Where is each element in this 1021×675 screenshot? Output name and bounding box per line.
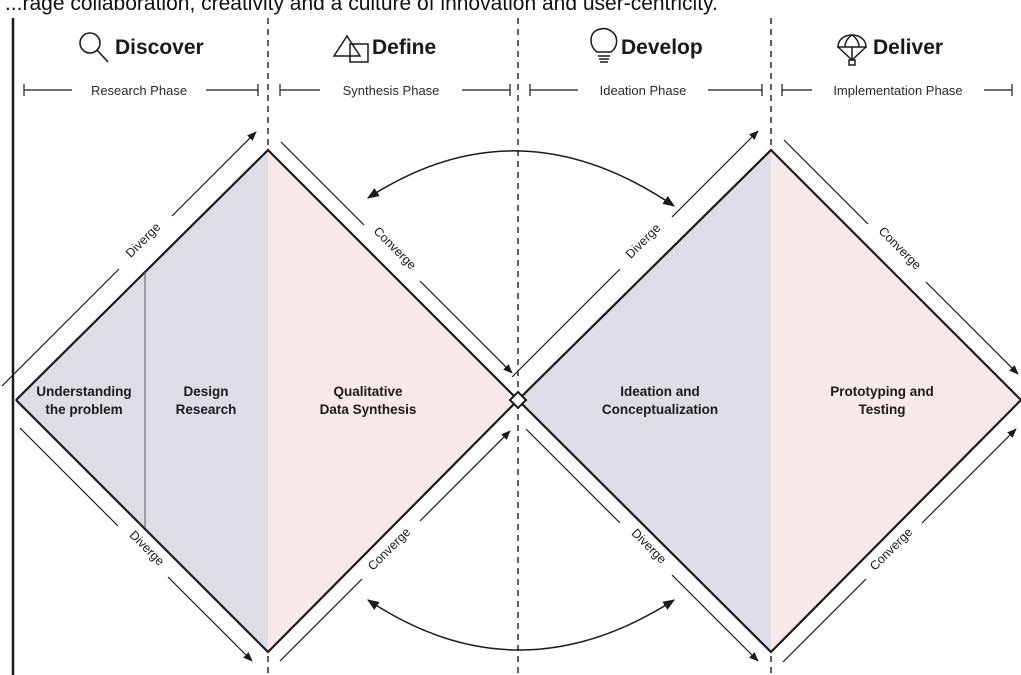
phase-subtitle-develop: Ideation Phase	[600, 83, 687, 98]
region-understanding-line2: the problem	[45, 402, 122, 417]
intro-text: ...rage collaboration, creativity and a …	[5, 0, 718, 15]
magnifier-icon	[79, 32, 109, 63]
top-arc-arrow	[366, 150, 675, 207]
parachute-icon	[837, 34, 867, 66]
phase-subtitle-deliver: Implementation Phase	[833, 83, 962, 98]
region-qualitative-line1: Qualitative	[333, 384, 403, 399]
phase-title-discover: Discover	[115, 36, 204, 59]
phase-title-define: Define	[372, 36, 436, 59]
deliver-fill	[771, 150, 1021, 652]
define-fill	[268, 150, 518, 652]
phase-title-develop: Develop	[621, 36, 703, 59]
diamond-fills	[16, 150, 1021, 652]
lightbulb-icon	[590, 27, 618, 63]
edge-label-diverge-1: Diverge	[123, 220, 163, 260]
region-prototyping-line1: Prototyping and	[830, 384, 934, 399]
region-design-research-line2: Research	[176, 402, 237, 417]
phase-subtitle-define: Synthesis Phase	[343, 83, 440, 98]
region-understanding-line1: Understanding	[36, 384, 131, 399]
discover-fill	[16, 150, 268, 652]
center-node-icon	[508, 390, 528, 410]
bottom-arc-arrow	[367, 599, 676, 651]
phase-subtitle-discover: Research Phase	[91, 83, 187, 98]
phase-title-deliver: Deliver	[873, 36, 943, 59]
edge-label-diverge-3: Diverge	[623, 221, 663, 261]
region-prototyping-line2: Testing	[859, 402, 906, 417]
region-qualitative-line2: Data Synthesis	[320, 402, 417, 417]
shapes-icon	[332, 34, 369, 63]
develop-fill	[518, 150, 771, 652]
region-design-research-line1: Design	[183, 384, 228, 399]
diamond-2-outline	[517, 148, 1021, 654]
phase-brackets	[23, 84, 1013, 96]
region-ideation-line2: Conceptualization	[602, 402, 718, 417]
region-ideation-line1: Ideation and	[620, 384, 700, 399]
